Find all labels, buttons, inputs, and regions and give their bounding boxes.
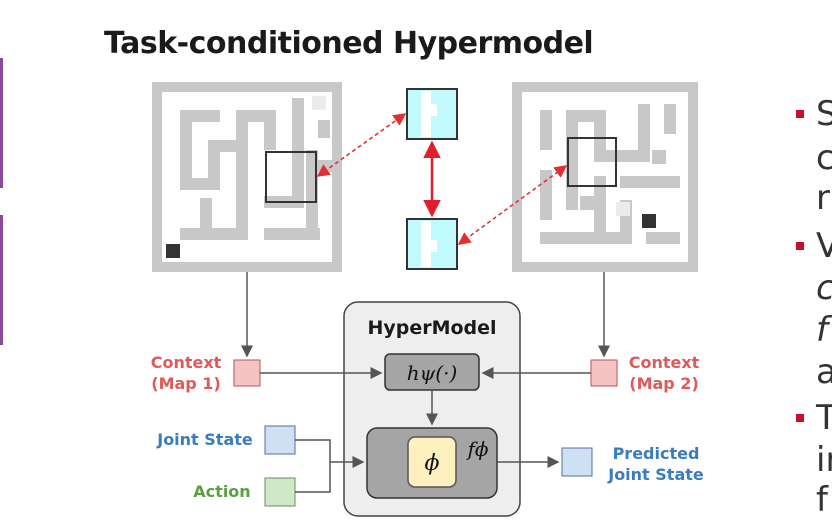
action-box: [264, 477, 296, 507]
param-box: [407, 436, 457, 488]
model-label: fϕ: [465, 437, 488, 461]
dashed-link-left: [316, 113, 407, 177]
context-map2-sublabel: (Map 2): [629, 374, 699, 393]
page-title: Task-conditioned Hypermodel: [104, 26, 594, 61]
joint-state-connector: [295, 439, 331, 462]
predicted-state-box: [561, 447, 593, 477]
maze-map-2: [512, 82, 698, 272]
zoom-patch-bottom: [406, 218, 458, 270]
hypermodel-label: HyperModel: [367, 317, 496, 339]
param-label: ϕ: [425, 451, 440, 476]
zoom-patch-top: [406, 88, 458, 140]
context-map2-box: [590, 359, 618, 387]
dashed-link-right: [457, 165, 568, 245]
context-map2-label: Context: [629, 353, 700, 372]
predicted-label: Predicted: [613, 444, 700, 463]
left-edge-bar-bottom: [0, 215, 3, 345]
joint-state-label: Joint State: [156, 430, 253, 449]
action-label: Action: [193, 482, 250, 501]
joint-state-box: [264, 425, 296, 455]
context-map1-box: [233, 359, 261, 387]
maze-map-1: [152, 82, 342, 272]
hypernet-label: hψ(·): [407, 361, 458, 385]
predicted-sublabel: Joint State: [607, 465, 704, 484]
left-edge-bar-top: [0, 58, 3, 188]
context-map1-label: Context: [151, 353, 222, 372]
context-map1-sublabel: (Map 1): [151, 374, 221, 393]
action-connector: [295, 462, 331, 493]
